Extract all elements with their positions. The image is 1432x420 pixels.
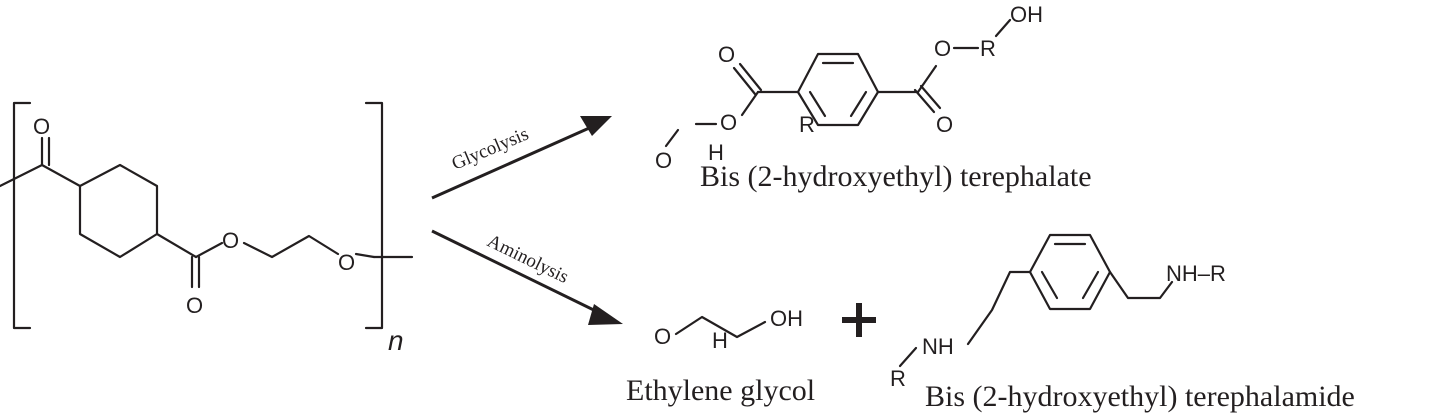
plus-sign: [842, 303, 876, 337]
benzene-inner-bond: [849, 90, 868, 118]
glycolysis-label: Glycolysis: [449, 124, 532, 175]
benzene-inner-bond: [808, 90, 827, 118]
atom-h: H: [712, 328, 728, 353]
polymer-repeat-unit: n O O O O: [0, 101, 414, 356]
atom-o: O: [33, 114, 50, 139]
left-ester-bond: [740, 90, 760, 117]
bhet-name: Bis (2-hydroxyethyl) terephalate: [700, 160, 1092, 193]
right-chain-bond-a: [354, 252, 376, 259]
arrow-shaft: [431, 229, 607, 318]
atom-o: O: [222, 228, 239, 253]
product-terephthalamide: NH–R NH R Bis (2-hydroxyethyl) terephala…: [890, 233, 1355, 413]
atom-o: O: [654, 324, 671, 349]
glycolysis-arrow: Glycolysis: [431, 116, 612, 200]
right-carbonyl-a: [913, 88, 936, 114]
c-ring-bond: [40, 163, 82, 188]
benzene-inner-bond: [1040, 270, 1059, 300]
left-carbonyl-a: [732, 66, 757, 96]
ester-o-bond: [194, 241, 224, 259]
atom-nh: NH: [922, 334, 954, 359]
atom-oh: OH: [1010, 2, 1043, 27]
product-ethylene-glycol: O H OH Ethylene glycol: [626, 306, 815, 407]
benzene-inner-bond: [1081, 270, 1100, 300]
atom-o: O: [720, 110, 737, 135]
atom-o: O: [936, 112, 953, 137]
ring-ester-bond: [155, 232, 198, 259]
atom-nh-r: NH–R: [1166, 261, 1226, 286]
arrow-head: [580, 116, 612, 136]
atom-oh: OH: [770, 306, 803, 331]
arrow-shaft: [431, 123, 597, 200]
right-carbonyl-b: [919, 84, 942, 110]
cyclohexane-ring: [78, 163, 159, 259]
atom-o: O: [718, 42, 735, 67]
left-chain-bond: [0, 163, 44, 188]
atom-r: R: [890, 366, 906, 391]
atom-r: R: [980, 36, 996, 61]
right-chain: [1108, 270, 1174, 300]
atom-o: O: [186, 293, 203, 318]
n-r-bond: [898, 346, 918, 368]
terephthalamide-name: Bis (2-hydroxyethyl) terephalamide: [925, 380, 1355, 413]
ethylene-linker: [242, 234, 340, 259]
atom-h: H: [708, 140, 724, 165]
atom-o: O: [934, 36, 951, 61]
ethylene-glycol-name: Ethylene glycol: [626, 374, 815, 407]
left-bracket: [12, 101, 32, 330]
pendant-bond: [664, 128, 680, 148]
right-bracket: [364, 101, 384, 330]
aminolysis-arrow: Aminolysis: [431, 229, 623, 325]
ethylene-bonds: [674, 315, 767, 339]
left-chain: [966, 270, 1032, 346]
atom-o: O: [655, 148, 672, 173]
left-carbonyl-b: [738, 62, 763, 92]
product-bhet: O O O H R O O R OH Bis (2-hydroxyethyl) …: [655, 2, 1092, 193]
right-ester-bond: [916, 64, 938, 94]
atom-o: O: [338, 250, 355, 275]
r-oh-bond: [994, 18, 1012, 38]
arrow-head: [588, 304, 623, 325]
repeat-index: n: [388, 325, 404, 356]
atom-r: R: [799, 112, 815, 137]
